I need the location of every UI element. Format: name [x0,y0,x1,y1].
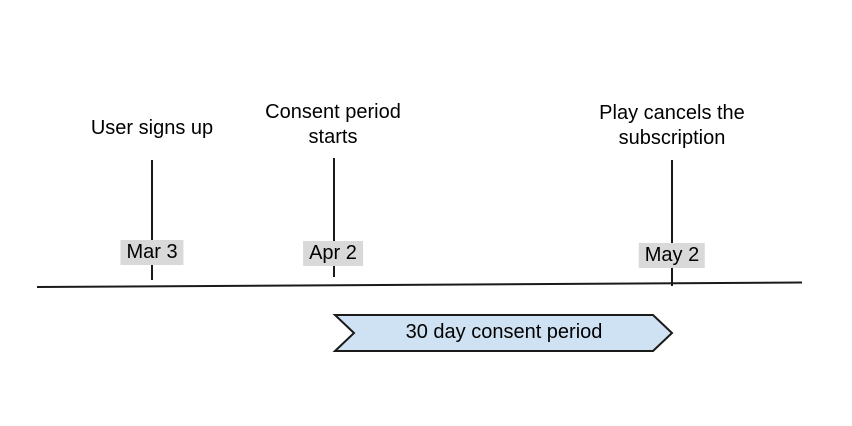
event-label-user-signs-up: User signs up [90,117,214,139]
event-label-consent-period-starts: Consent period starts [265,101,401,148]
event-tick-apr-2 [333,158,335,277]
date-label-mar-3: Mar 3 [120,240,184,265]
event-label-play-cancels-subscription: Play cancels the subscription [599,102,745,149]
event-tick-mar-3 [151,160,153,280]
consent-period-banner-label: 30 day consent period [405,321,603,343]
timeline-axis-line [36,281,803,288]
date-label-may-2: May 2 [638,243,706,268]
date-label-apr-2: Apr 2 [303,241,363,266]
event-tick-may-2 [671,160,673,286]
